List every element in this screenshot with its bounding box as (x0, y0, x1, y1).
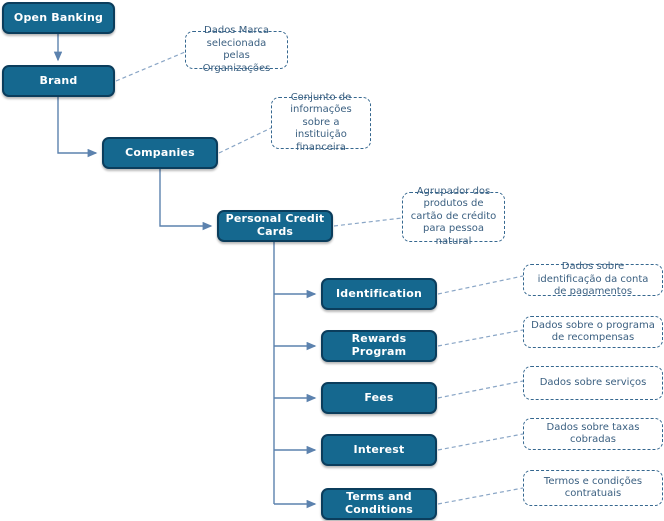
node-open-banking[interactable]: Open Banking (2, 2, 115, 34)
node-fees[interactable]: Fees (321, 382, 437, 414)
note-interest: Dados sobre taxas cobradas (523, 418, 663, 450)
node-interest[interactable]: Interest (321, 434, 437, 466)
connector-pcc-trunk (273, 242, 317, 509)
node-open-banking-label: Open Banking (13, 10, 104, 24)
note-terms-and-conditions: Termos e condições contratuais (523, 470, 663, 506)
note-identification: Dados sobre identificação da conta de pa… (523, 261, 663, 298)
node-terms-and-conditions[interactable]: Terms and Conditions (321, 488, 437, 520)
leader-terms-and-conditions-to-note (437, 487, 524, 505)
note-companies-label: Conjunto de informações sobre a institui… (290, 91, 352, 153)
note-identification-label: Dados sobre identificação da conta de pa… (537, 261, 649, 298)
node-companies-label: Companies (125, 145, 195, 159)
leader-fees-to-note (437, 380, 524, 399)
node-identification[interactable]: Identification (321, 278, 437, 310)
note-fees-label: Dados sobre serviços (539, 376, 647, 388)
connector-brand-to-companies (57, 97, 98, 158)
node-personal-credit-cards[interactable]: Personal Credit Cards (217, 210, 333, 242)
node-identification-label: Identification (335, 286, 422, 300)
node-brand-label: Brand (39, 73, 78, 87)
note-brand: Dados Marca selecionada pelas Organizaçõ… (185, 25, 288, 74)
note-rewards-program-label: Dados sobre o programa de recompensas (531, 319, 655, 344)
node-companies[interactable]: Companies (102, 137, 218, 169)
note-companies: Conjunto de informações sobre a institui… (271, 92, 371, 153)
leader-interest-to-note (437, 433, 524, 451)
note-terms-and-conditions-label: Termos e condições contratuais (543, 475, 643, 500)
note-rewards-program: Dados sobre o programa de recompensas (523, 316, 663, 348)
leader-companies-to-note (218, 127, 272, 154)
node-personal-credit-cards-label: Personal Credit Cards (225, 212, 325, 238)
node-fees-label: Fees (364, 390, 394, 404)
leader-rewards-program-to-note (437, 329, 524, 347)
note-fees: Dados sobre serviços (523, 366, 663, 400)
leader-brand-to-note (115, 51, 186, 82)
leader-identification-to-note (437, 275, 524, 295)
node-rewards-program-label: Rewards Program (351, 332, 407, 358)
note-personal-credit-cards-label: Agrupador dos produtos de cartão de créd… (410, 185, 497, 247)
note-brand-label: Dados Marca selecionada pelas Organizaçõ… (202, 25, 271, 74)
node-rewards-program[interactable]: Rewards Program (321, 330, 437, 362)
note-interest-label: Dados sobre taxas cobradas (546, 421, 640, 446)
node-interest-label: Interest (353, 442, 405, 456)
leader-pcc-to-note (333, 217, 403, 227)
node-terms-and-conditions-label: Terms and Conditions (344, 490, 414, 516)
note-personal-credit-cards: Agrupador dos produtos de cartão de créd… (402, 186, 505, 247)
node-brand[interactable]: Brand (2, 65, 115, 97)
connector-companies-to-personal-credit-cards (159, 169, 213, 231)
